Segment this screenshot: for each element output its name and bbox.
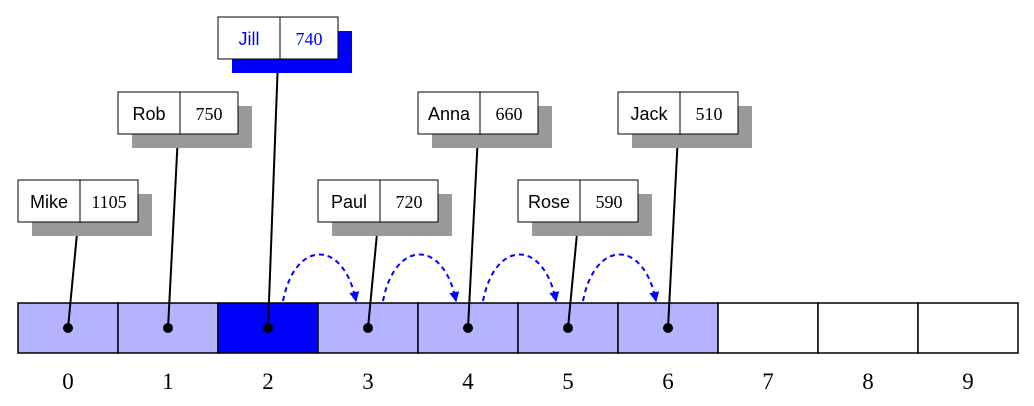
record-box [117,91,239,135]
index-label: 0 [62,369,74,394]
record-name: Mike [30,192,68,212]
pointer-dot [63,323,73,333]
record-rose: Rose 590 [517,179,652,236]
pointer-arrow [367,222,383,329]
record-name: Jack [630,104,668,124]
record-box [217,16,339,60]
pointer-arrow [67,222,83,329]
shift-arrow [282,253,360,302]
shift-arrow [382,253,460,302]
record-value: 740 [296,29,323,49]
pointer-dot [363,323,373,333]
index-label: 4 [462,369,474,394]
array-indices: 0 1 2 3 4 5 6 7 8 9 [62,369,974,394]
pointer-arrows [63,59,683,333]
record-rob: Rob 750 [117,91,252,148]
record-jill: Jill 740 [217,16,352,73]
index-label: 1 [162,369,174,394]
record-value: 1105 [91,192,126,212]
pointer-dot [263,323,273,333]
pointer-arrow [567,222,583,329]
record-name: Jill [239,29,260,49]
shift-arrows [282,253,660,302]
record-value: 750 [196,104,223,124]
record-box [517,179,639,223]
array-cell-7 [717,302,819,354]
record-name: Paul [331,192,367,212]
record-value: 660 [496,104,523,124]
pointer-arrow [467,134,483,329]
index-label: 2 [262,369,274,394]
record-name: Anna [428,104,471,124]
array-cell-9 [917,302,1019,354]
pointer-dot [563,323,573,333]
index-label: 8 [862,369,874,394]
pointer-dot [163,323,173,333]
record-value: 720 [396,192,423,212]
shift-arrow [582,253,660,302]
record-jack: Jack 510 [617,91,752,148]
record-value: 510 [696,104,723,124]
pointer-dot [463,323,473,333]
record-value: 590 [596,192,623,212]
index-label: 6 [662,369,674,394]
record-name: Rob [132,104,165,124]
record-mike: Mike 1105 [17,179,152,236]
pointer-arrow [667,134,683,329]
index-label: 7 [762,369,774,394]
array-cell-8 [817,302,919,354]
pointer-dot [663,323,673,333]
record-box [317,179,439,223]
record-box [17,179,139,223]
record-paul: Paul 720 [317,179,452,236]
pointer-arrow [267,59,283,329]
shift-arrow [482,253,560,302]
record-box [617,91,739,135]
record-box [417,91,539,135]
record-anna: Anna 660 [417,91,552,148]
record-name: Rose [528,192,570,212]
index-label: 9 [962,369,974,394]
index-label: 5 [562,369,574,394]
index-label: 3 [362,369,374,394]
pointer-arrow [167,134,183,329]
